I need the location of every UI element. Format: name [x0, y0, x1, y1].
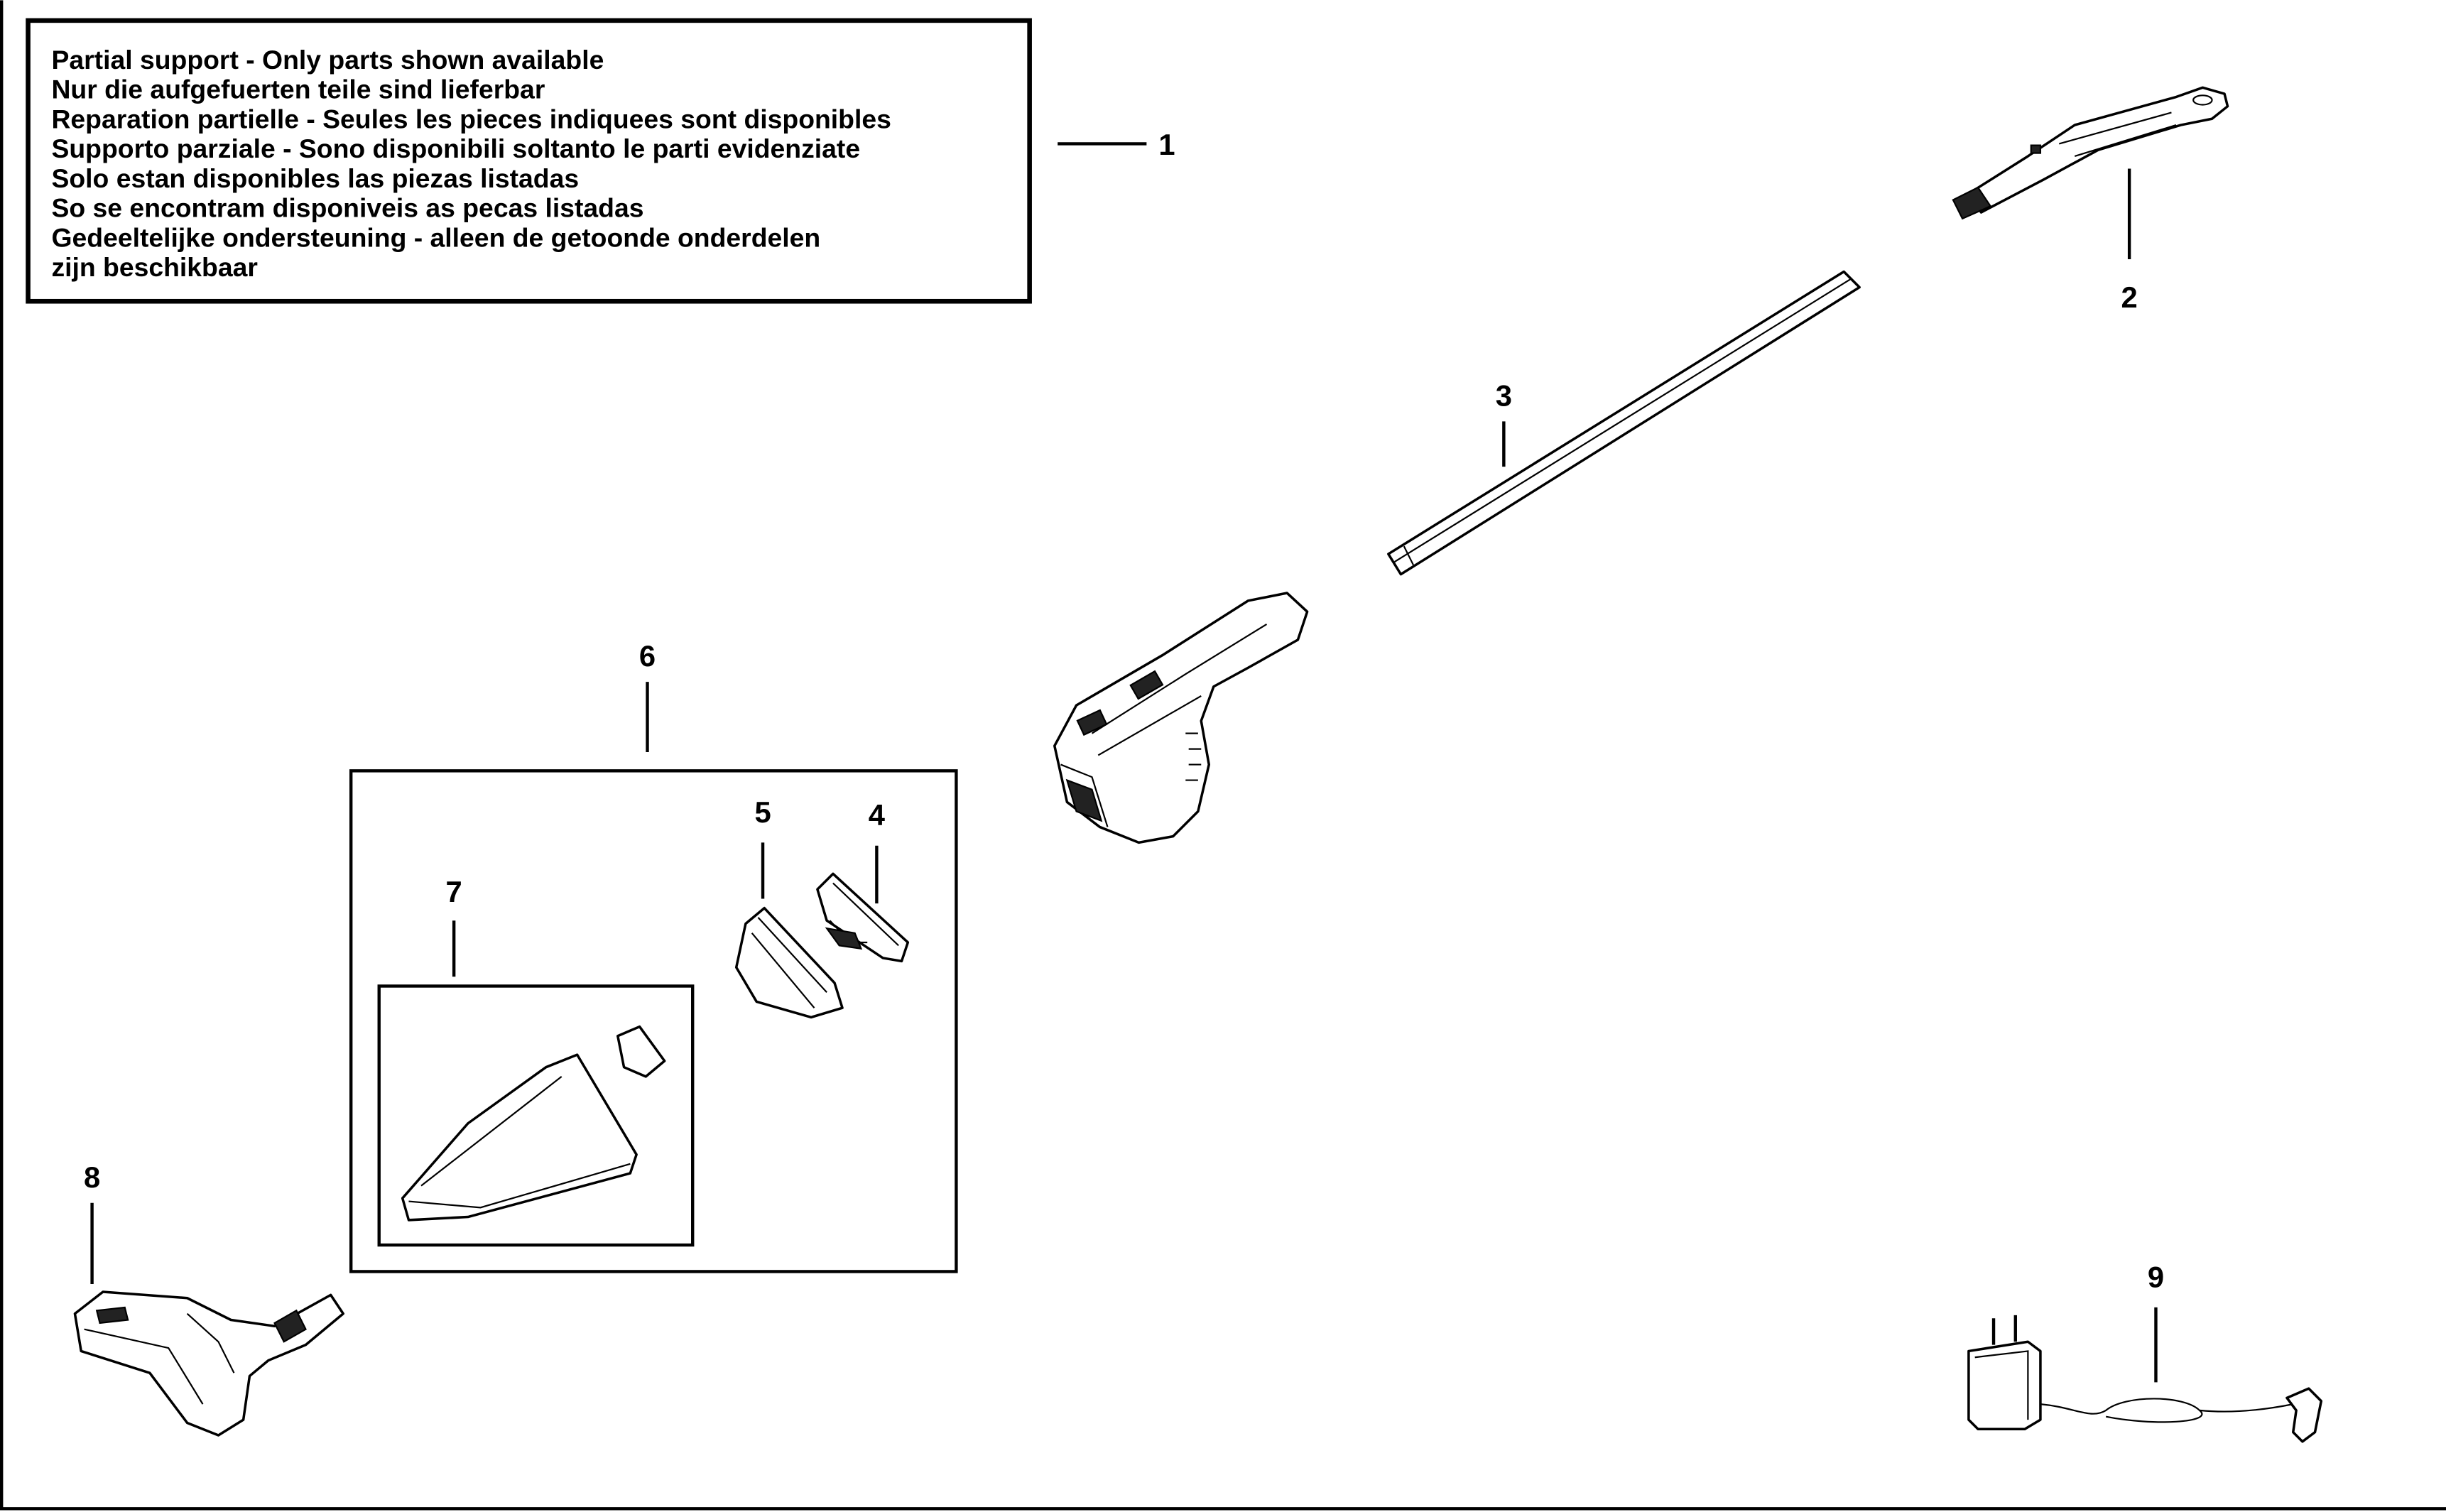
callout-2: 2	[2121, 281, 2138, 314]
notice-line: Solo estan disponibles las piezas listad…	[51, 163, 579, 193]
part-9-charger	[1967, 1315, 2323, 1443]
callout-1: 1	[1158, 128, 1175, 161]
callout-7: 7	[446, 875, 462, 908]
callout-3: 3	[1496, 379, 1512, 412]
part-5-filter	[734, 906, 844, 1019]
part-3-tube	[1387, 270, 1861, 576]
notice-line: Gedeeltelijke ondersteuning - alleen de …	[51, 222, 820, 252]
notice-line: Partial support - Only parts shown avail…	[51, 45, 604, 75]
notice-line: So se encontram disponiveis as pecas lis…	[51, 193, 643, 223]
part-4-filter-frame	[816, 872, 910, 963]
callout-4: 4	[869, 798, 885, 832]
callout-5: 5	[754, 795, 771, 829]
part-2-handle	[1952, 86, 2229, 220]
notice-box: Partial support - Only parts shown avail…	[26, 18, 1032, 304]
notice-line: Supporto parziale - Sono disponibili sol…	[51, 134, 860, 163]
callout-8: 8	[84, 1160, 100, 1194]
notice-line: Reparation partielle - Seules les pieces…	[51, 104, 891, 134]
main-vacuum-unit	[1053, 592, 1309, 844]
kit-box-7	[377, 984, 695, 1247]
callout-9: 9	[2148, 1260, 2164, 1293]
callout-6: 6	[639, 639, 656, 673]
part-8-floor-nozzle	[73, 1290, 344, 1437]
part-7-dust-bowl	[401, 1025, 666, 1222]
notice-line: Nur die aufgefuerten teile sind lieferba…	[51, 75, 545, 104]
kit-box-6	[349, 769, 958, 1273]
notice-line: zijn beschikbaar	[51, 252, 257, 282]
